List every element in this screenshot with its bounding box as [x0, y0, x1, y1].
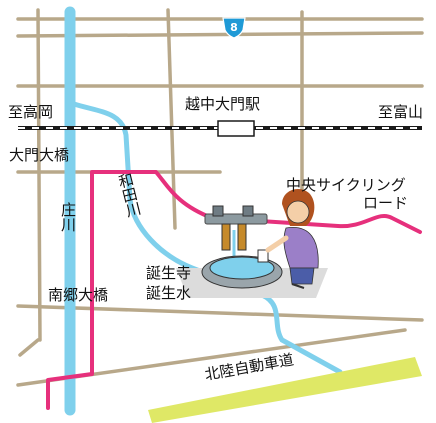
station-icon [217, 120, 255, 137]
expressway-band [148, 357, 422, 423]
label-daimon-bridge: 大門大橋 [9, 146, 70, 164]
label-cycling-road-line1: 中央サイクリング [286, 176, 406, 194]
road-network [16, 8, 424, 387]
spring-fountain-illustration [176, 205, 328, 298]
label-station: 越中大門駅 [185, 95, 261, 113]
woman-drawing-water-illustration [265, 189, 319, 289]
label-cycling-road-line2: ロード [363, 194, 409, 212]
rivers [64, 6, 343, 416]
railway-line [18, 120, 422, 137]
route-badge-number: 8 [230, 21, 238, 34]
label-sho-river: 庄川 [59, 202, 77, 232]
label-tanjoji-line1: 誕生寺 [146, 264, 192, 282]
route-badge [222, 17, 246, 39]
label-to-takaoka: 至高岡 [8, 103, 54, 121]
label-nango-bridge: 南郷大橋 [48, 286, 109, 304]
label-to-toyama: 至富山 [378, 103, 424, 121]
label-tanjoji-line2: 誕生水 [146, 284, 192, 302]
